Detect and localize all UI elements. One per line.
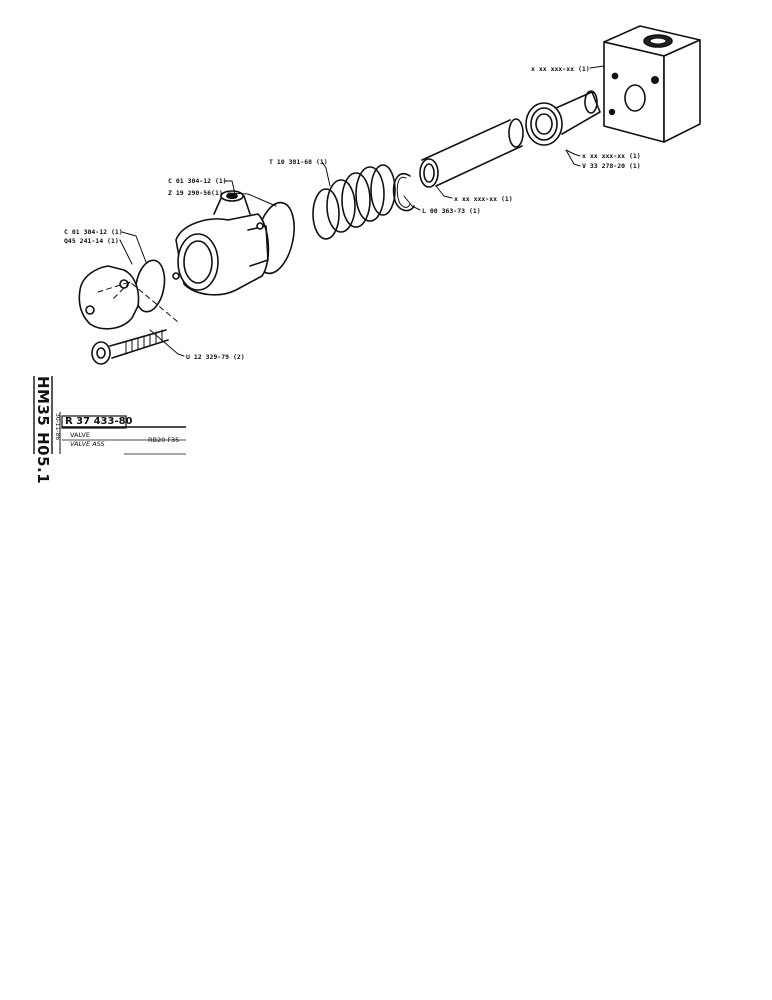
callout-cover: Q45 241-14 (1) (64, 237, 119, 245)
callout-body: Z 19 290-56(1) (168, 189, 223, 197)
callout-circlip: L 00 363-73 (1) (422, 207, 481, 215)
model-designation: RB20 F35 (148, 436, 180, 444)
callout-seat-a: x xx xxx-xx (1) (582, 152, 641, 160)
valve-body-part (172, 190, 270, 296)
screw-part (91, 329, 169, 365)
spring-part (312, 164, 396, 240)
drawing-code: HM35 H05.1 (34, 376, 52, 485)
title-block-frame (33, 376, 186, 455)
callout-block: x xx xxx-xx (1) (531, 65, 590, 73)
callout-oring-cover: C 01 304-12 (1) (64, 228, 123, 236)
callout-screw: U 12 329-79 (2) (186, 353, 245, 361)
drawing-date: 30-11-86 (54, 413, 61, 441)
exploded-valve-diagram: x xx xxx-xx (1) x xx xxx-xx (1) V 33 278… (33, 25, 701, 455)
part-number: R 37 433-80 (65, 416, 133, 427)
callout-tube: x xx xxx-xx (1) (454, 195, 513, 203)
valve-block-part (603, 25, 701, 143)
tube-part (419, 118, 524, 188)
cover-plate-part (78, 265, 140, 330)
callout-spring: T 10 381-68 (1) (269, 158, 328, 166)
callout-oring-body: C 01 304-12 (1) (168, 177, 227, 185)
leader-lines (119, 65, 605, 357)
part-name-sub: VALVE ASS (70, 440, 105, 448)
valve-seat-part (525, 90, 601, 146)
assembly-centerlines (97, 281, 179, 323)
callout-seat-b: V 33 278-20 (1) (582, 162, 641, 170)
callout-labels: x xx xxx-xx (1) x xx xxx-xx (1) V 33 278… (64, 65, 641, 361)
part-name: VALVE (70, 431, 90, 439)
